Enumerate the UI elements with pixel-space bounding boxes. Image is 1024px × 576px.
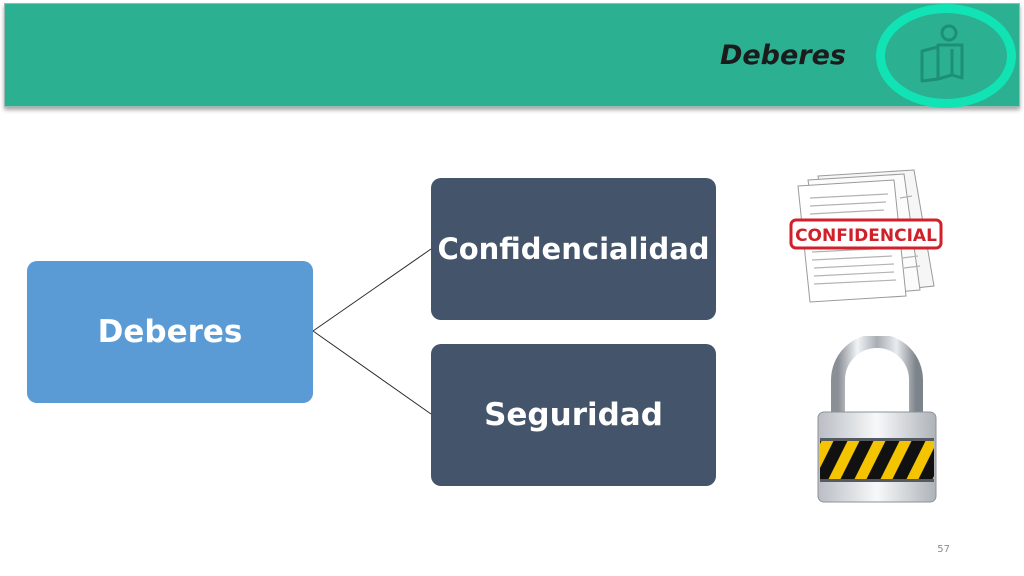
confidential-stamp-text: CONFIDENCIAL bbox=[795, 226, 937, 246]
person-book-icon bbox=[920, 24, 964, 83]
header-bar bbox=[4, 3, 1020, 107]
node-label-seguridad: Seguridad bbox=[484, 397, 663, 433]
diagram-node-seguridad: Seguridad bbox=[431, 344, 716, 486]
padlock-icon bbox=[817, 336, 937, 503]
connector-to-seguridad bbox=[312, 330, 432, 415]
page-number: 57 bbox=[937, 544, 950, 555]
diagram-root-node: Deberes bbox=[27, 261, 313, 403]
connector-to-confidencialidad bbox=[312, 248, 432, 332]
node-label-confidencialidad: Confidencialidad bbox=[437, 232, 710, 266]
diagram-node-confidencialidad: Confidencialidad bbox=[431, 178, 716, 320]
header-title: Deberes bbox=[719, 40, 846, 71]
confidential-documents-icon: CONFIDENCIAL bbox=[789, 169, 943, 303]
logo-ring bbox=[876, 4, 1016, 108]
root-node-label: Deberes bbox=[97, 314, 243, 350]
